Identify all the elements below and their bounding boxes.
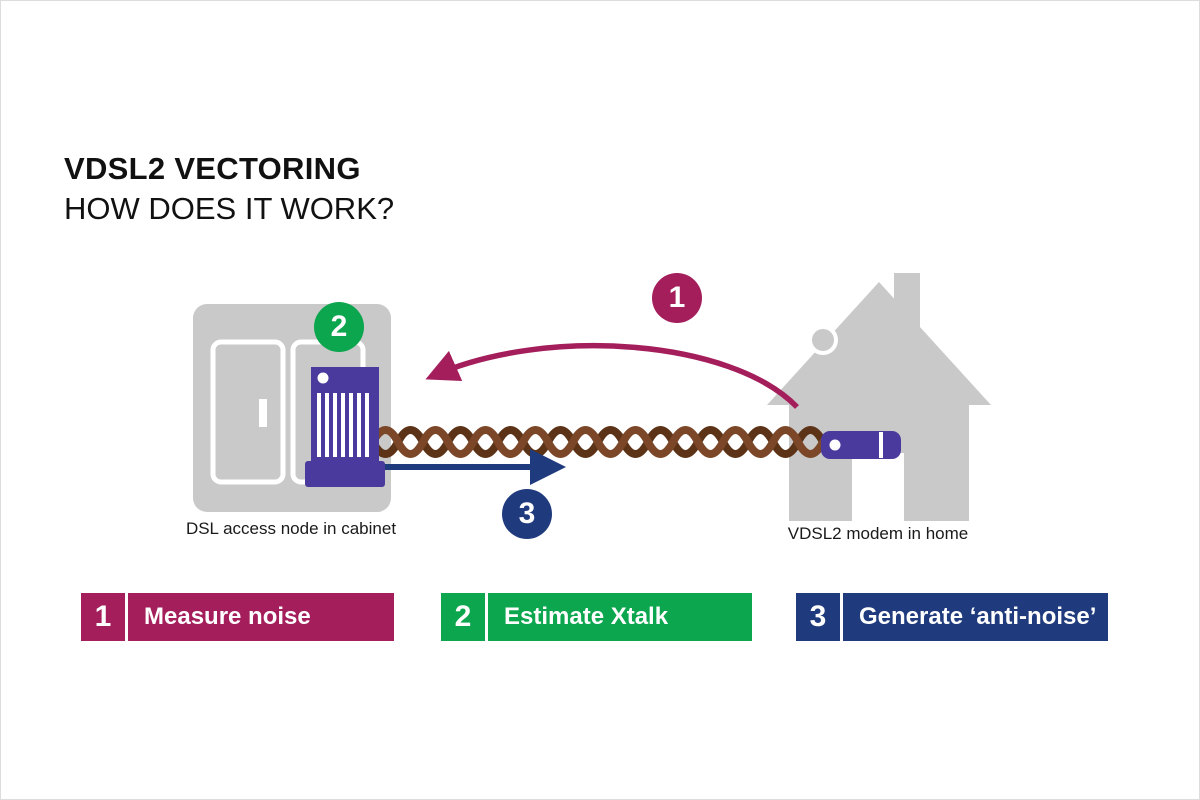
home-caption: VDSL2 modem in home (787, 524, 969, 543)
legend-number: 1 (94, 600, 112, 633)
legend-label: Estimate Xtalk (504, 603, 669, 630)
cabinet-caption: DSL access node in cabinet (185, 519, 397, 538)
legend-label: Generate ‘anti-noise’ (859, 603, 1097, 630)
legend-label: Measure noise (144, 603, 311, 630)
house-icon (767, 273, 991, 521)
step-2-number: 2 (330, 310, 348, 343)
legend-item-measure-noise: 1 Measure noise (81, 593, 394, 641)
title-line2: HOW DOES IT WORK? (64, 191, 395, 226)
step-1-number: 1 (668, 281, 686, 314)
twisted-pair-cable (369, 426, 827, 458)
title-line1: VDSL2 VECTORING (64, 151, 361, 186)
step-2-badge: 2 (314, 302, 364, 352)
step-3-number: 3 (518, 497, 536, 530)
modem-icon (821, 431, 901, 459)
legend-item-estimate-xtalk: 2 Estimate Xtalk (441, 593, 752, 641)
legend-item-generate-anti-noise: 3 Generate ‘anti-noise’ (796, 593, 1108, 641)
legend-divider (125, 593, 128, 641)
step-3-badge: 3 (502, 489, 552, 539)
dslam-icon (305, 367, 385, 487)
legend-divider (485, 593, 488, 641)
legend-number: 3 (809, 600, 827, 633)
page-title: VDSL2 VECTORING HOW DOES IT WORK? (64, 149, 394, 229)
step-1-badge: 1 (652, 273, 702, 323)
legend-number: 2 (454, 600, 472, 633)
measure-noise-arrow (425, 343, 799, 409)
legend-divider (840, 593, 843, 641)
